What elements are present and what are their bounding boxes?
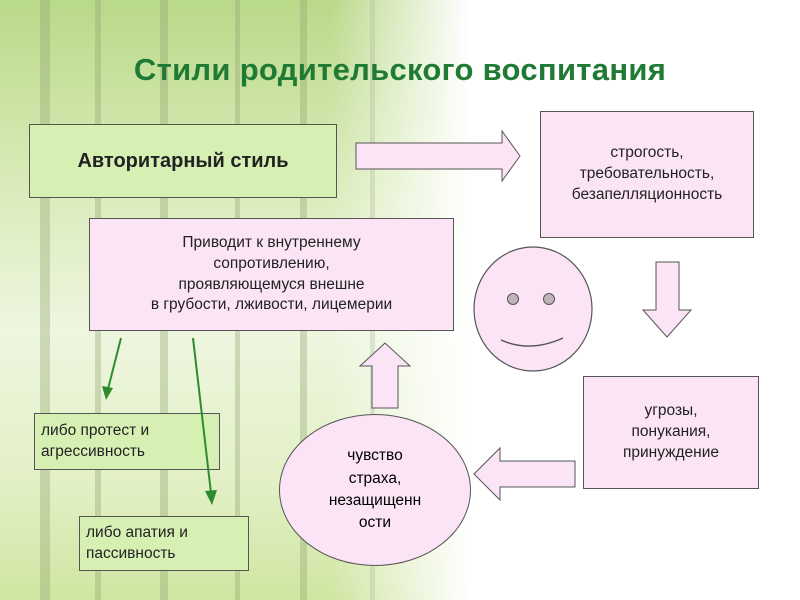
authoritarian-style-box: Авторитарный стиль <box>29 124 337 198</box>
smiley-face-icon <box>473 246 593 372</box>
traits-label: строгость, требовательность, безапелляци… <box>571 144 723 203</box>
apathy-arrow-icon <box>192 337 217 505</box>
threats-box: угрозы, понукания, принуждение <box>583 376 759 489</box>
consequence-label: Приводит к внутреннему сопротивлению, пр… <box>150 233 393 314</box>
tree-trunk <box>40 0 50 600</box>
fear-label: чувство страха, незащищенн ости <box>328 447 422 532</box>
traits-box: строгость, требовательность, безапелляци… <box>540 111 754 238</box>
protest-arrow-icon <box>102 337 122 400</box>
slide-title: Стили родительского воспитания <box>133 52 667 87</box>
fear-circle: чувство страха, незащищенн ости <box>279 414 471 566</box>
threats-label: угрозы, понукания, принуждение <box>622 402 720 461</box>
down-arrow-icon <box>641 261 693 338</box>
left-arrow-icon <box>473 446 576 502</box>
authoritarian-style-label: Авторитарный стиль <box>77 149 289 172</box>
protest-label: либо протест и агрессивность <box>41 421 150 460</box>
right-arrow-icon <box>355 129 521 183</box>
up-arrow-icon <box>358 342 412 409</box>
protest-box: либо протест и агрессивность <box>34 413 220 470</box>
apathy-label: либо апатия и пассивность <box>86 523 188 562</box>
apathy-box: либо апатия и пассивность <box>79 516 249 571</box>
consequence-box: Приводит к внутреннему сопротивлению, пр… <box>89 218 454 331</box>
